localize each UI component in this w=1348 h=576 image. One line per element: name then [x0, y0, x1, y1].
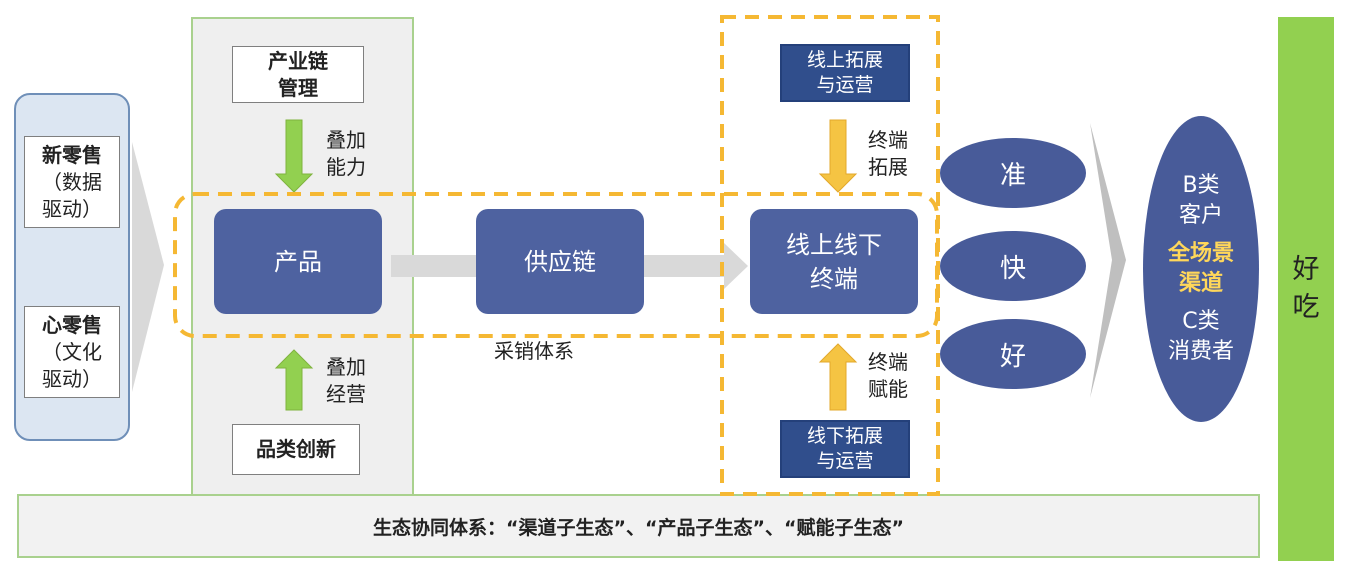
flow-arrow-supply-to-terminal [644, 243, 748, 289]
heart-retail-box: 心零售 （文化 驱动） [24, 306, 120, 398]
category-innovation-box: 品类创新 [232, 424, 360, 475]
quality-good: 好 [940, 319, 1086, 389]
green-up-arrow [274, 349, 314, 411]
omni-channel-label: 全场景 渠道 [1167, 241, 1234, 296]
quality-accurate: 准 [940, 138, 1086, 208]
heart-retail-subtitle: （文化 驱动） [42, 339, 102, 391]
good-taste-bar: 好 吃 [1278, 17, 1334, 561]
b-customer-label: B类 客户 [1178, 173, 1223, 228]
procurement-sales-label: 采销体系 [494, 339, 574, 363]
terminal-box: 线上线下 终端 [750, 209, 918, 314]
stack-capability-label: 叠加 能力 [326, 128, 366, 179]
offline-expansion-box: 线下拓展 与运营 [780, 420, 910, 478]
left-chevron-arrow [132, 142, 164, 392]
supply-chain-label: 供应链 [524, 247, 596, 276]
customer-ellipse: B类 客户 全场景 渠道 C类 消费者 [1143, 116, 1259, 422]
new-retail-box: 新零售 （数据 驱动） [24, 136, 120, 228]
procurement-sales-frame [173, 192, 939, 338]
product-label: 产品 [274, 247, 322, 276]
yellow-down-arrow [818, 119, 858, 193]
new-retail-subtitle: （数据 驱动） [42, 169, 102, 221]
yellow-up-arrow [818, 343, 858, 411]
green-down-arrow [274, 119, 314, 193]
terminal-expansion-label: 终端 拓展 [868, 128, 908, 179]
new-retail-title: 新零售 [42, 142, 102, 167]
quality-fast: 快 [940, 231, 1086, 301]
supply-chain-box: 供应链 [476, 209, 644, 314]
product-box: 产品 [214, 209, 382, 314]
online-expansion-box: 线上拓展 与运营 [780, 44, 910, 102]
c-consumer-label: C类 消费者 [1167, 309, 1234, 364]
ecosystem-bar: 生态协同体系：“渠道子生态”、“产品子生态”、“赋能子生态” [17, 494, 1260, 558]
right-chevron-arrow [1090, 123, 1126, 398]
flow-arrow-product-to-supply [391, 255, 476, 277]
industry-chain-box: 产业链 管理 [232, 46, 364, 103]
stack-operation-label: 叠加 经营 [326, 355, 366, 406]
heart-retail-title: 心零售 [42, 312, 102, 337]
terminal-empowerment-label: 终端 赋能 [868, 350, 908, 401]
